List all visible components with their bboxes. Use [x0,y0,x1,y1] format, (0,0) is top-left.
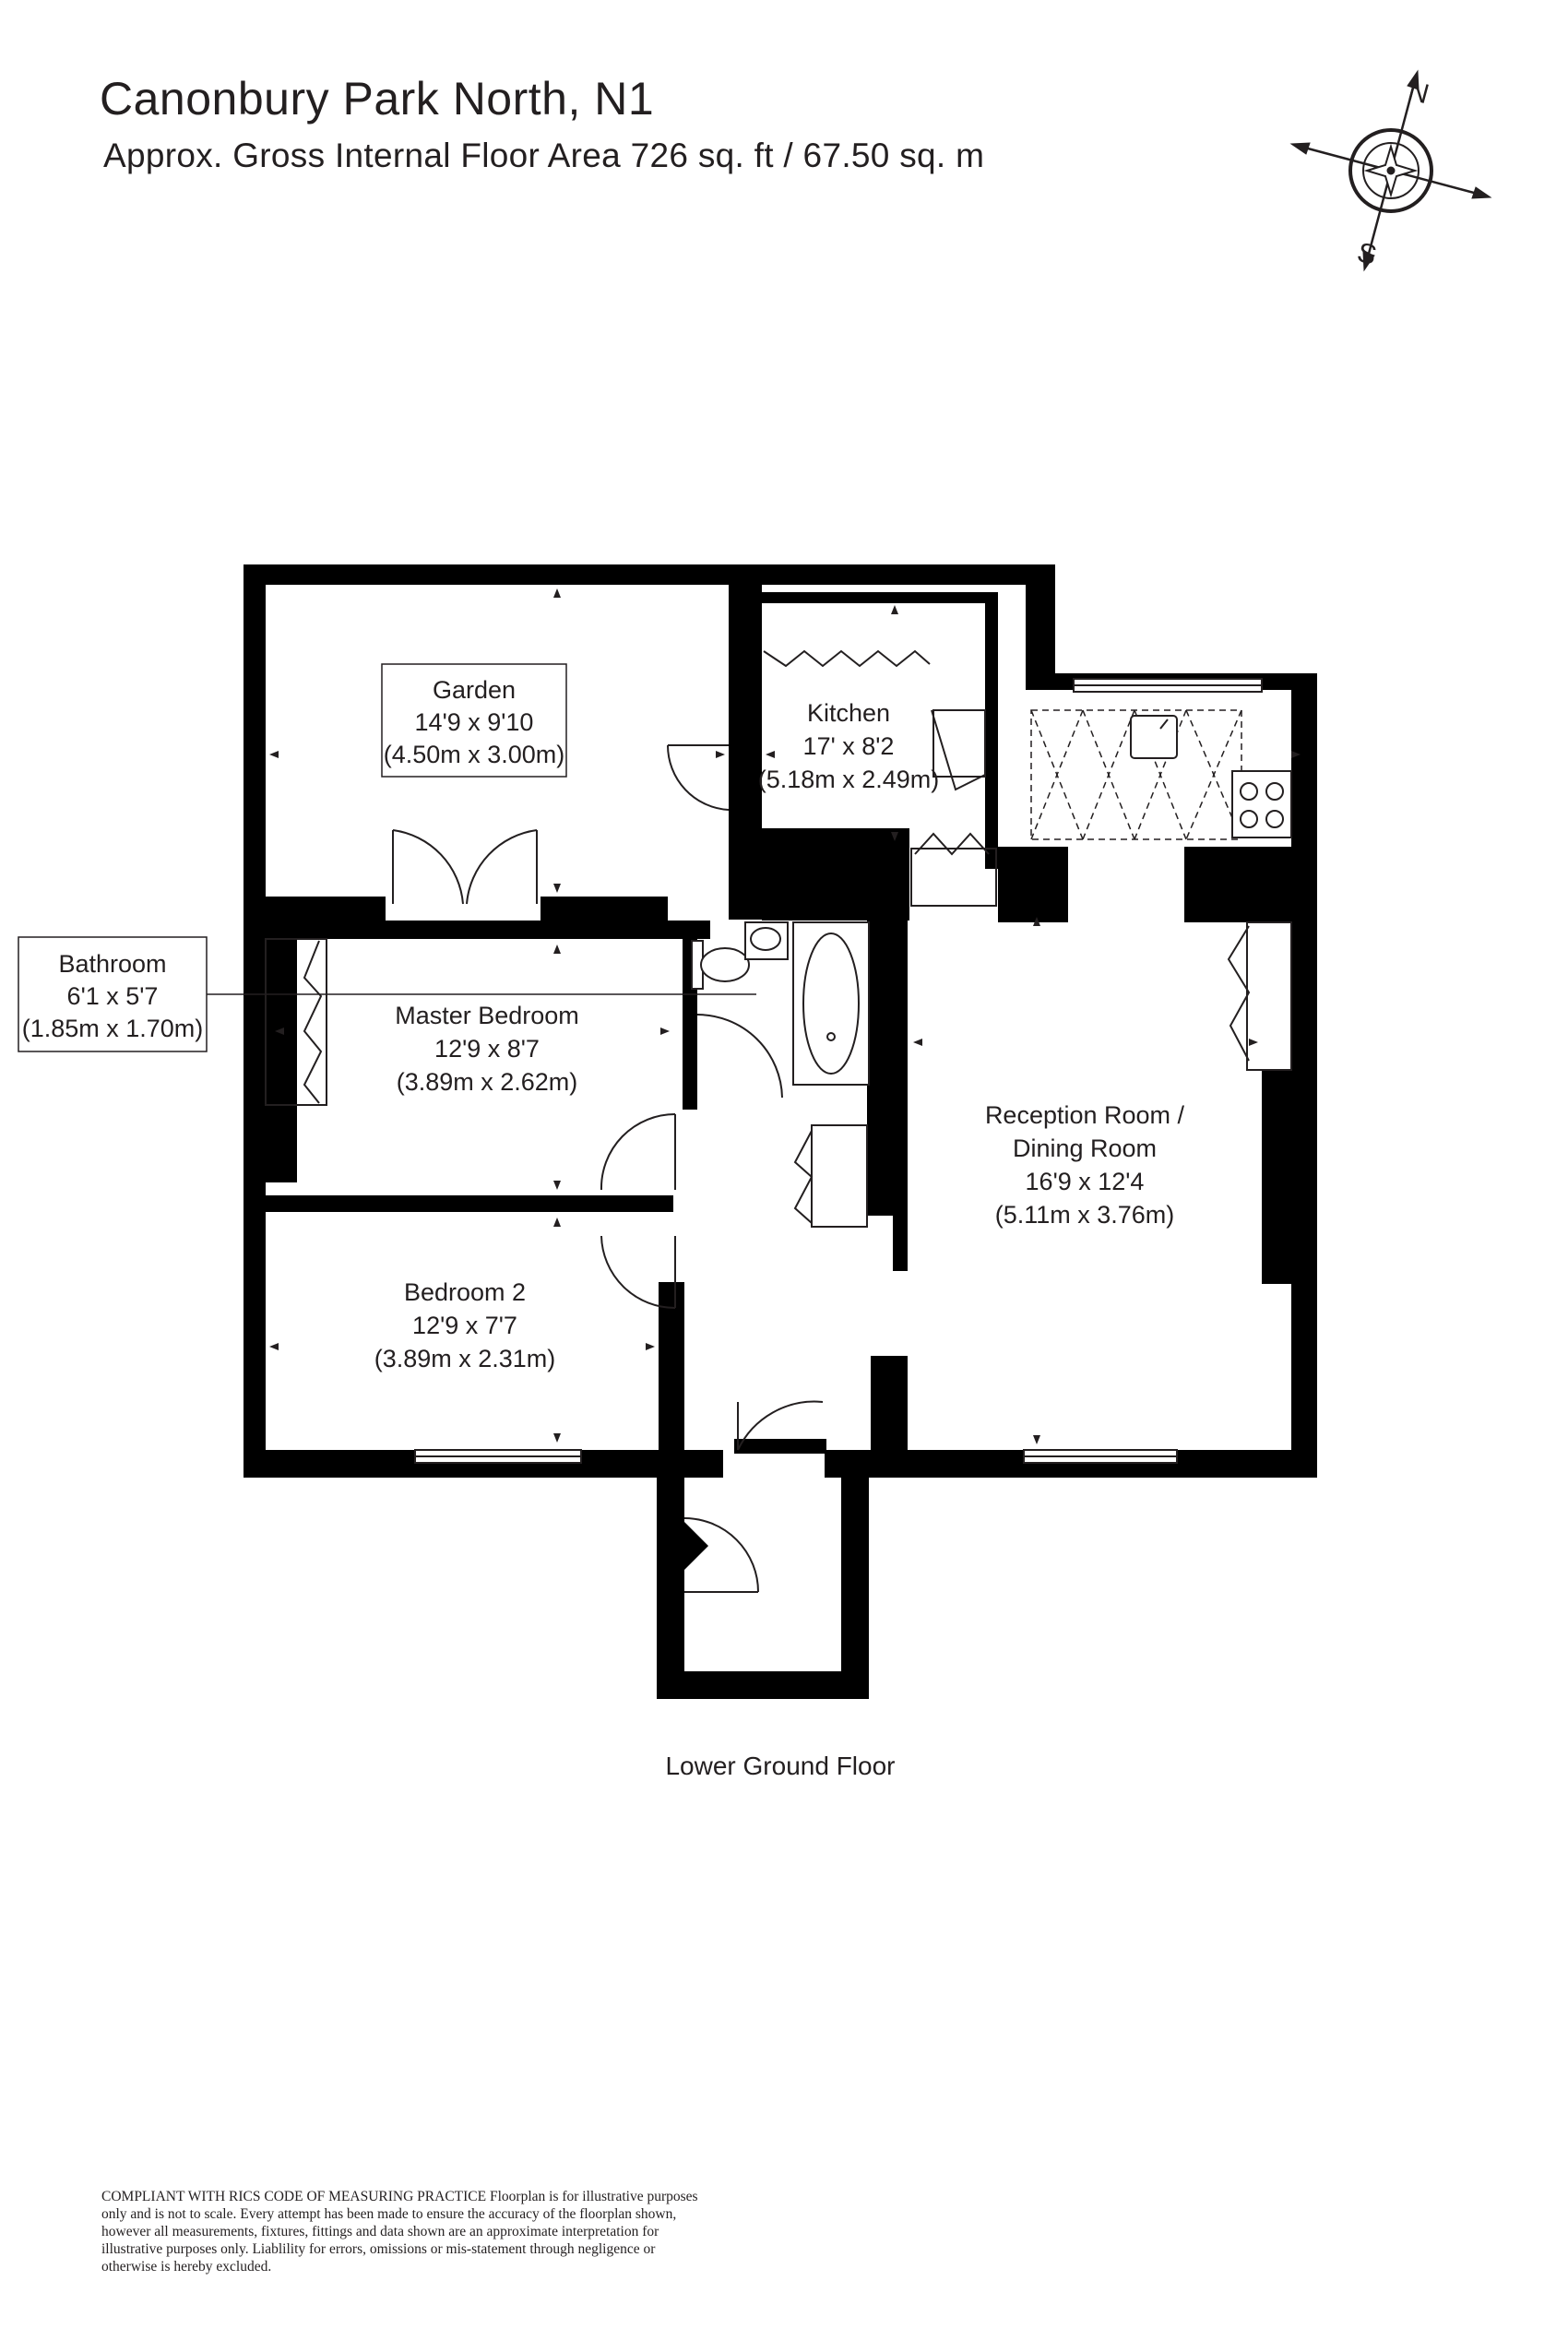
floor-label: Lower Ground Floor [665,1752,895,1780]
windows [414,678,1263,1464]
bathroom-imperial: 6'1 x 5'7 [67,982,159,1010]
dimension-arrows [269,588,1301,1444]
disclaimer: COMPLIANT WITH RICS CODE OF MEASURING PR… [101,2188,710,2275]
kitchen-imperial: 17' x 8'2 [803,732,895,760]
garden-metric: (4.50m x 3.00m) [384,741,565,768]
wardrobes [265,649,1292,1228]
compass-south-label: S [1354,237,1380,271]
bathroom-callout [18,936,756,1052]
master-bedroom-metric: (3.89m x 2.62m) [397,1068,578,1096]
entrance-arrow-icon [657,1518,708,1574]
bedroom2-name: Bedroom 2 [404,1278,526,1306]
kitchen-metric: (5.18m x 2.49m) [758,766,940,793]
floor-area-subtitle: Approx. Gross Internal Floor Area 726 sq… [103,137,985,174]
master-bedroom-name: Master Bedroom [395,1002,579,1029]
reception-imperial: 16'9 x 12'4 [1026,1168,1145,1195]
compass-rose-icon [1289,69,1492,272]
bath-icon [792,921,870,1086]
master-bedroom-imperial: 12'9 x 8'7 [434,1035,540,1063]
garden-imperial: 14'9 x 9'10 [415,708,534,736]
garden-name: Garden [433,676,516,704]
kitchen-name: Kitchen [807,699,890,727]
compass-north-label: N [1405,76,1431,110]
reception-metric: (5.11m x 3.76m) [995,1201,1175,1229]
garden-label-box [381,663,567,778]
toilet-icon [691,940,750,990]
bathroom-metric: (1.85m x 1.70m) [22,1015,204,1042]
bedroom2-metric: (3.89m x 2.31m) [374,1345,556,1372]
reception-name-line1: Reception Room / [985,1101,1185,1129]
reception-name-line2: Dining Room [1013,1134,1157,1162]
doors [392,744,824,1593]
basin-icon [744,921,789,960]
bedroom2-imperial: 12'9 x 7'7 [412,1312,517,1339]
page-title: Canonbury Park North, N1 [100,73,655,125]
disclaimer-heading: COMPLIANT WITH RICS CODE OF MEASURING PR… [101,2189,487,2204]
sink-icon [1130,715,1178,759]
disclaimer-text: Floorplan is for illustrative purposes o… [101,2189,698,2275]
bathroom-name: Bathroom [58,950,166,978]
hob-icon [1231,770,1292,838]
